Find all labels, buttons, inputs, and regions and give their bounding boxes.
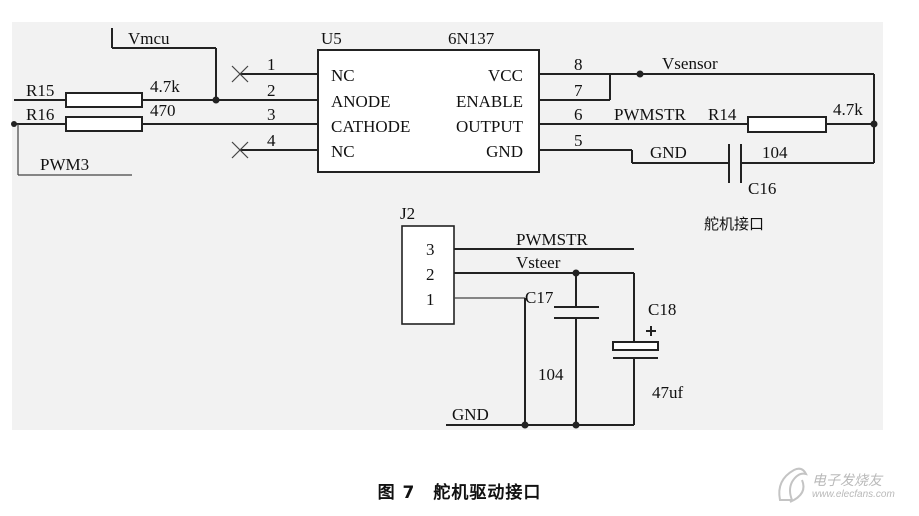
r14-value: 4.7k bbox=[833, 100, 863, 119]
u5-pin8-name: VCC bbox=[488, 66, 523, 85]
watermark-url: www.elecfans.com bbox=[812, 489, 895, 500]
watermark-text: 电子发烧友 bbox=[812, 473, 882, 489]
c18-ref: C18 bbox=[648, 300, 676, 319]
r16-ref: R16 bbox=[26, 105, 54, 124]
u5-pin6-num: 6 bbox=[574, 105, 583, 124]
r16-value: 470 bbox=[150, 101, 176, 120]
j2-pin2-num: 2 bbox=[426, 265, 435, 284]
junction-gnd-1 bbox=[521, 421, 529, 429]
gnd-label-top: GND bbox=[650, 143, 687, 162]
r14-ref: R14 bbox=[708, 105, 737, 124]
gnd-label-bottom: GND bbox=[452, 405, 489, 424]
junction-gnd-2 bbox=[572, 421, 580, 429]
r16-body bbox=[65, 116, 143, 132]
u5-pin6-name: OUTPUT bbox=[456, 117, 524, 136]
u5-body bbox=[317, 49, 540, 173]
u5-pin5-name: GND bbox=[486, 142, 523, 161]
r15-ref: R15 bbox=[26, 81, 54, 100]
c17-ref: C17 bbox=[525, 288, 554, 307]
u5-part: 6N137 bbox=[448, 29, 495, 48]
c18-plate-positive bbox=[612, 341, 659, 351]
j2-body bbox=[401, 225, 455, 325]
pwm3-label: PWM3 bbox=[40, 155, 89, 174]
u5-pin2-num: 2 bbox=[267, 81, 276, 100]
vsteer-label: Vsteer bbox=[516, 253, 561, 272]
u5-pin4-num: 4 bbox=[267, 131, 276, 150]
u5-pin8-num: 8 bbox=[574, 55, 583, 74]
j2-pin1-num: 1 bbox=[426, 290, 435, 309]
u5-pin4-name: NC bbox=[331, 142, 355, 161]
u5-pin5-num: 5 bbox=[574, 131, 583, 150]
u5-pin1-name: NC bbox=[331, 66, 355, 85]
j2-ref: J2 bbox=[400, 204, 415, 223]
servo-interface-label: 舵机接口 bbox=[704, 215, 764, 233]
figure-caption: 图 7 舵机驱动接口 bbox=[377, 483, 542, 503]
watermark-logo-icon bbox=[778, 467, 808, 503]
vsensor-label: Vsensor bbox=[662, 54, 718, 73]
c18-plus-mark bbox=[646, 326, 656, 336]
u5-pin7-name: ENABLE bbox=[456, 92, 523, 111]
c18-value: 47uf bbox=[652, 383, 684, 402]
c16-ref: C16 bbox=[748, 179, 776, 198]
junction-left bbox=[11, 121, 17, 127]
r15-body bbox=[65, 92, 143, 108]
pwmstr-label-j2: PWMSTR bbox=[516, 230, 588, 249]
junction-vsensor bbox=[636, 70, 644, 78]
u5-designator: U5 bbox=[321, 29, 342, 48]
u5-pin2-name: ANODE bbox=[331, 92, 391, 111]
j2-pin3-num: 3 bbox=[426, 240, 435, 259]
no-connect-pin4 bbox=[231, 141, 249, 159]
u5-pin7-num: 7 bbox=[574, 81, 583, 100]
r15-value: 4.7k bbox=[150, 77, 180, 96]
u5-pin3-num: 3 bbox=[267, 105, 276, 124]
c16-value: 104 bbox=[762, 143, 788, 162]
no-connect-pin1 bbox=[231, 65, 249, 83]
r14-body bbox=[747, 116, 827, 133]
pwmstr-label-top: PWMSTR bbox=[614, 105, 686, 124]
vmcu-label: Vmcu bbox=[128, 29, 170, 48]
u5-pin1-num: 1 bbox=[267, 55, 276, 74]
c17-value: 104 bbox=[538, 365, 564, 384]
u5-pin3-name: CATHODE bbox=[331, 117, 410, 136]
